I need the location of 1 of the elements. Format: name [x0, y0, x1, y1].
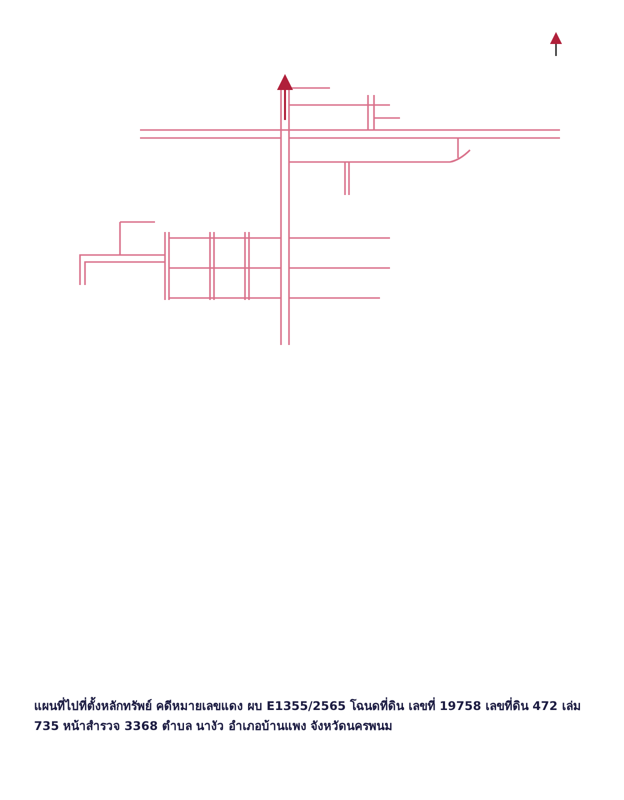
map-caption: แผนที่ไปที่ตั้งหลักทรัพย์ คดีหมายเลขแดง ผบ E1355/2565 โฉนดที่ดิน เลขที่ 19758 เลขที่ดิน 472 เล่ม 735 หน้าสำรวจ 3368 ตำบล นางัว อำเภอบ้านแพง จังหวัดนครพนม: [34, 696, 594, 736]
